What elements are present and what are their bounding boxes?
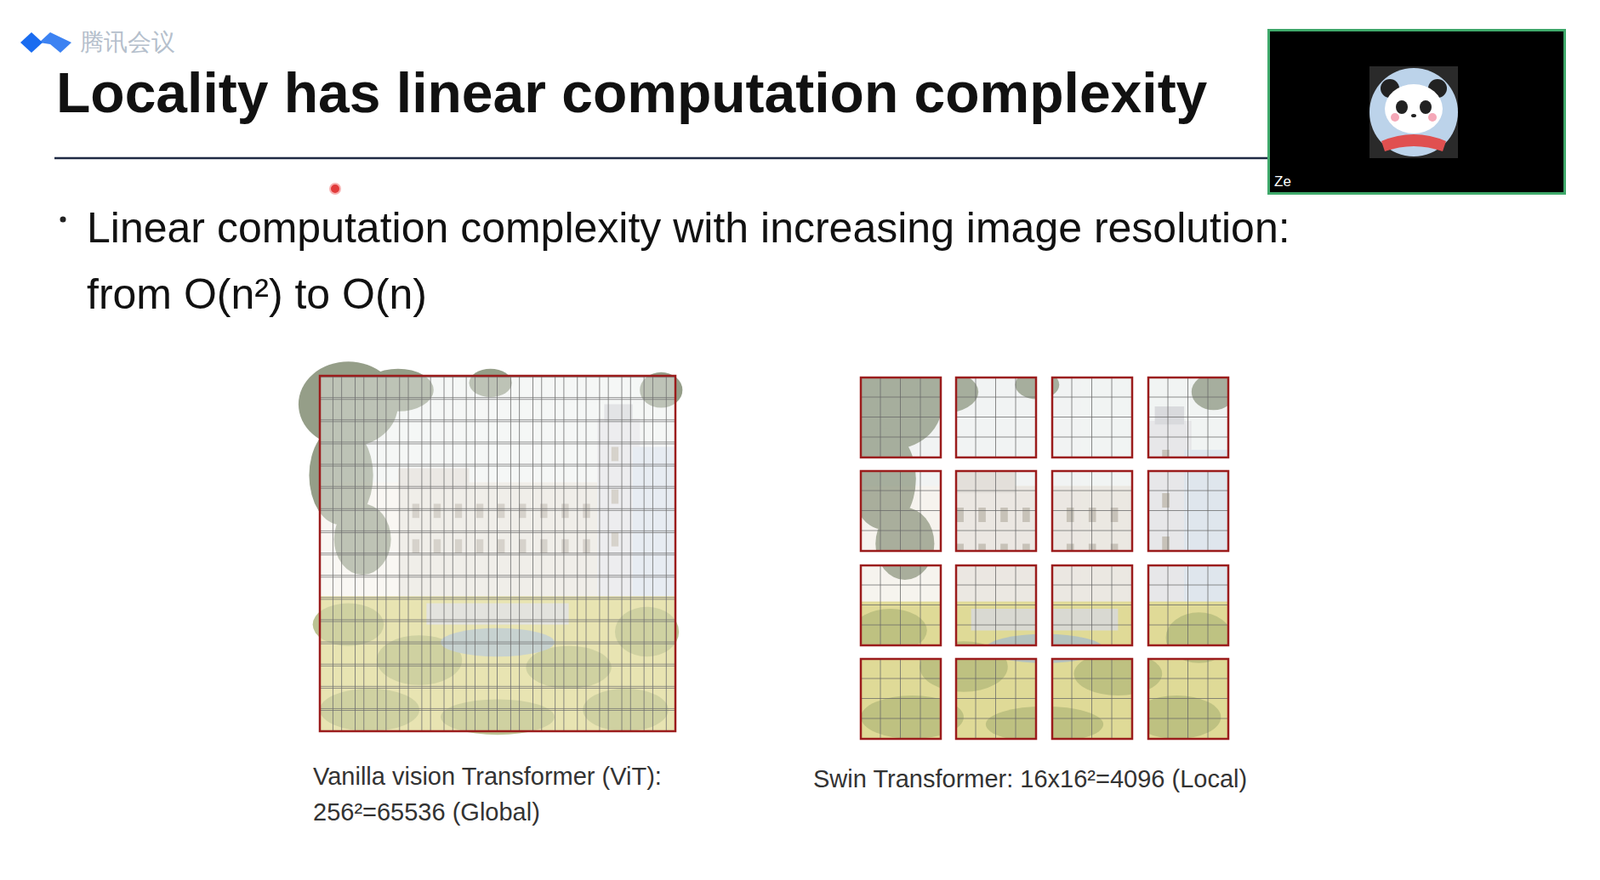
webcam-background bbox=[1267, 28, 1566, 195]
vit-grid bbox=[298, 361, 683, 735]
laser-pointer bbox=[330, 183, 341, 194]
webcam-panel: Ze bbox=[1267, 28, 1566, 195]
swin-window-images bbox=[838, 363, 1236, 743]
swin-caption: Swin Transformer: 16x16²=4096 (Local) bbox=[813, 763, 1247, 795]
swin-windows bbox=[860, 377, 1229, 740]
participant-name: Ze bbox=[1274, 174, 1292, 191]
vit-grid-lines bbox=[319, 375, 676, 732]
slide-title: Locality has linear computation complexi… bbox=[56, 59, 1208, 127]
bullet-dot bbox=[60, 216, 67, 223]
app-logo bbox=[20, 32, 72, 53]
avatar-icon bbox=[1369, 66, 1458, 159]
app-name: 腾讯会议 bbox=[79, 27, 176, 57]
bullet-text: Linear computation complexity with incre… bbox=[86, 195, 1338, 328]
vit-caption: Vanilla vision Transformer (ViT): 256²=6… bbox=[313, 758, 730, 831]
title-rule bbox=[54, 157, 1268, 160]
